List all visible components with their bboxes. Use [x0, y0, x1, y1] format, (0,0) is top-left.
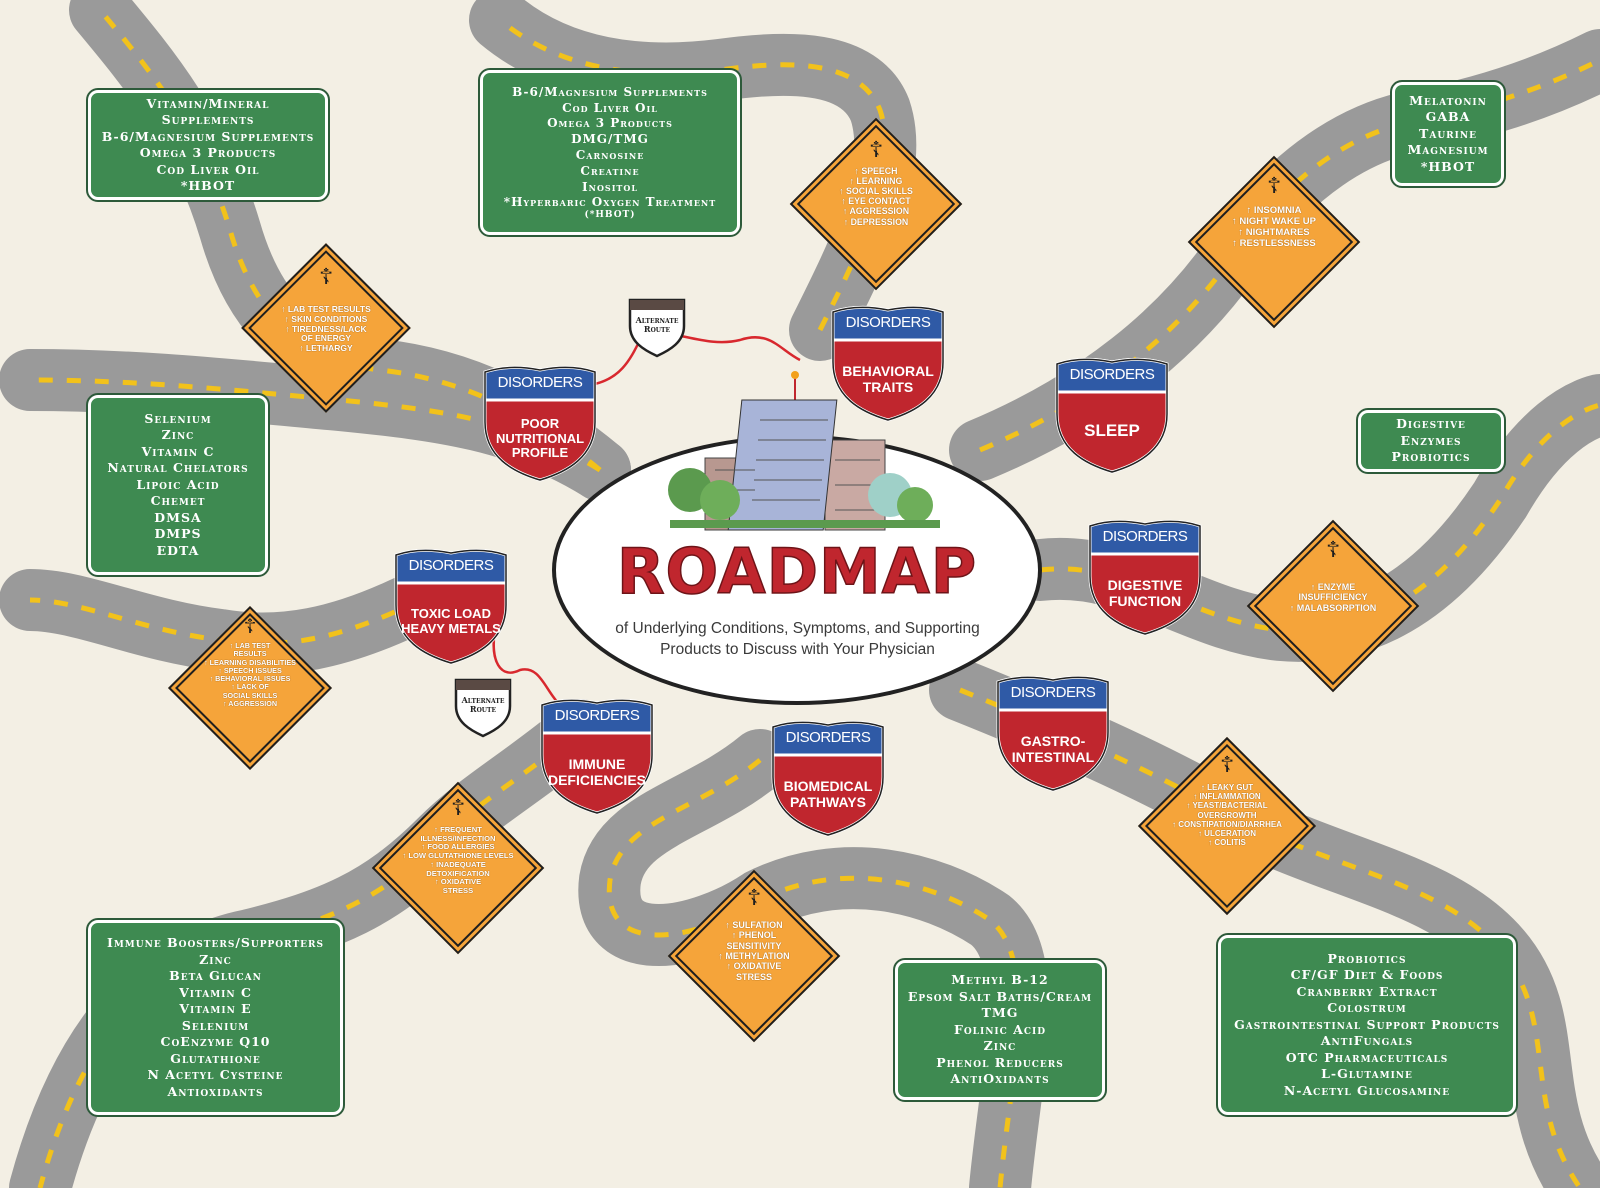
- person-icon: ☦: [746, 886, 762, 911]
- shield-immune-deficiencies[interactable]: DISORDERS IMMUNE DEFICIENCIES: [536, 695, 658, 815]
- shield-poor-nutritional-profile[interactable]: DISORDERS POOR NUTRITIONAL PROFILE: [479, 362, 601, 482]
- shield-behavioral-traits[interactable]: DISORDERS BEHAVIORAL TRAITS: [827, 302, 949, 422]
- person-icon: ☦: [1219, 753, 1235, 778]
- symptom-sign-sleep: ☦ ↑ INSOMNIA↑ NIGHT WAKE UP↑ NIGHTMARES↑…: [1187, 155, 1361, 329]
- shield-toxic-load-heavy-metals[interactable]: DISORDERS TOXIC LOAD HEAVY METALS: [390, 545, 512, 665]
- person-icon: ☦: [450, 796, 466, 821]
- person-icon: ☦: [868, 138, 884, 163]
- city-skyline-icon: [668, 371, 940, 531]
- shield-biomedical-pathways[interactable]: DISORDERS BIOMEDICAL PATHWAYS: [767, 717, 889, 837]
- symptom-sign-nutritional: ☦ ↑ LAB TEST RESULTS↑ SKIN CONDITIONS↑ T…: [241, 243, 411, 413]
- symptom-sign-behavioral: ☦ ↑ SPEECH↑ LEARNING↑ SOCIAL SKILLS↑ EYE…: [789, 117, 963, 291]
- shield-sleep[interactable]: DISORDERS SLEEP: [1051, 354, 1173, 474]
- symptom-sign-gastrointestinal: ☦ ↑ LEAKY GUT↑ INFLAMMATION↑ YEAST/BACTE…: [1137, 736, 1317, 916]
- subtitle: of Underlying Conditions, Symptoms, and …: [615, 620, 980, 659]
- person-icon: ☦: [1325, 538, 1341, 563]
- person-icon: ☦: [318, 265, 334, 290]
- person-icon: ☦: [243, 614, 257, 638]
- shield-digestive-function[interactable]: DISORDERS DIGESTIVE FUNCTION: [1084, 516, 1206, 636]
- shield-gastro-intestinal[interactable]: DISORDERS GASTRO-INTESTINAL: [992, 672, 1114, 792]
- page-title: ROADMAP: [616, 534, 978, 609]
- alt-route-line-bottom: [492, 629, 561, 706]
- person-icon: ☦: [1266, 174, 1282, 199]
